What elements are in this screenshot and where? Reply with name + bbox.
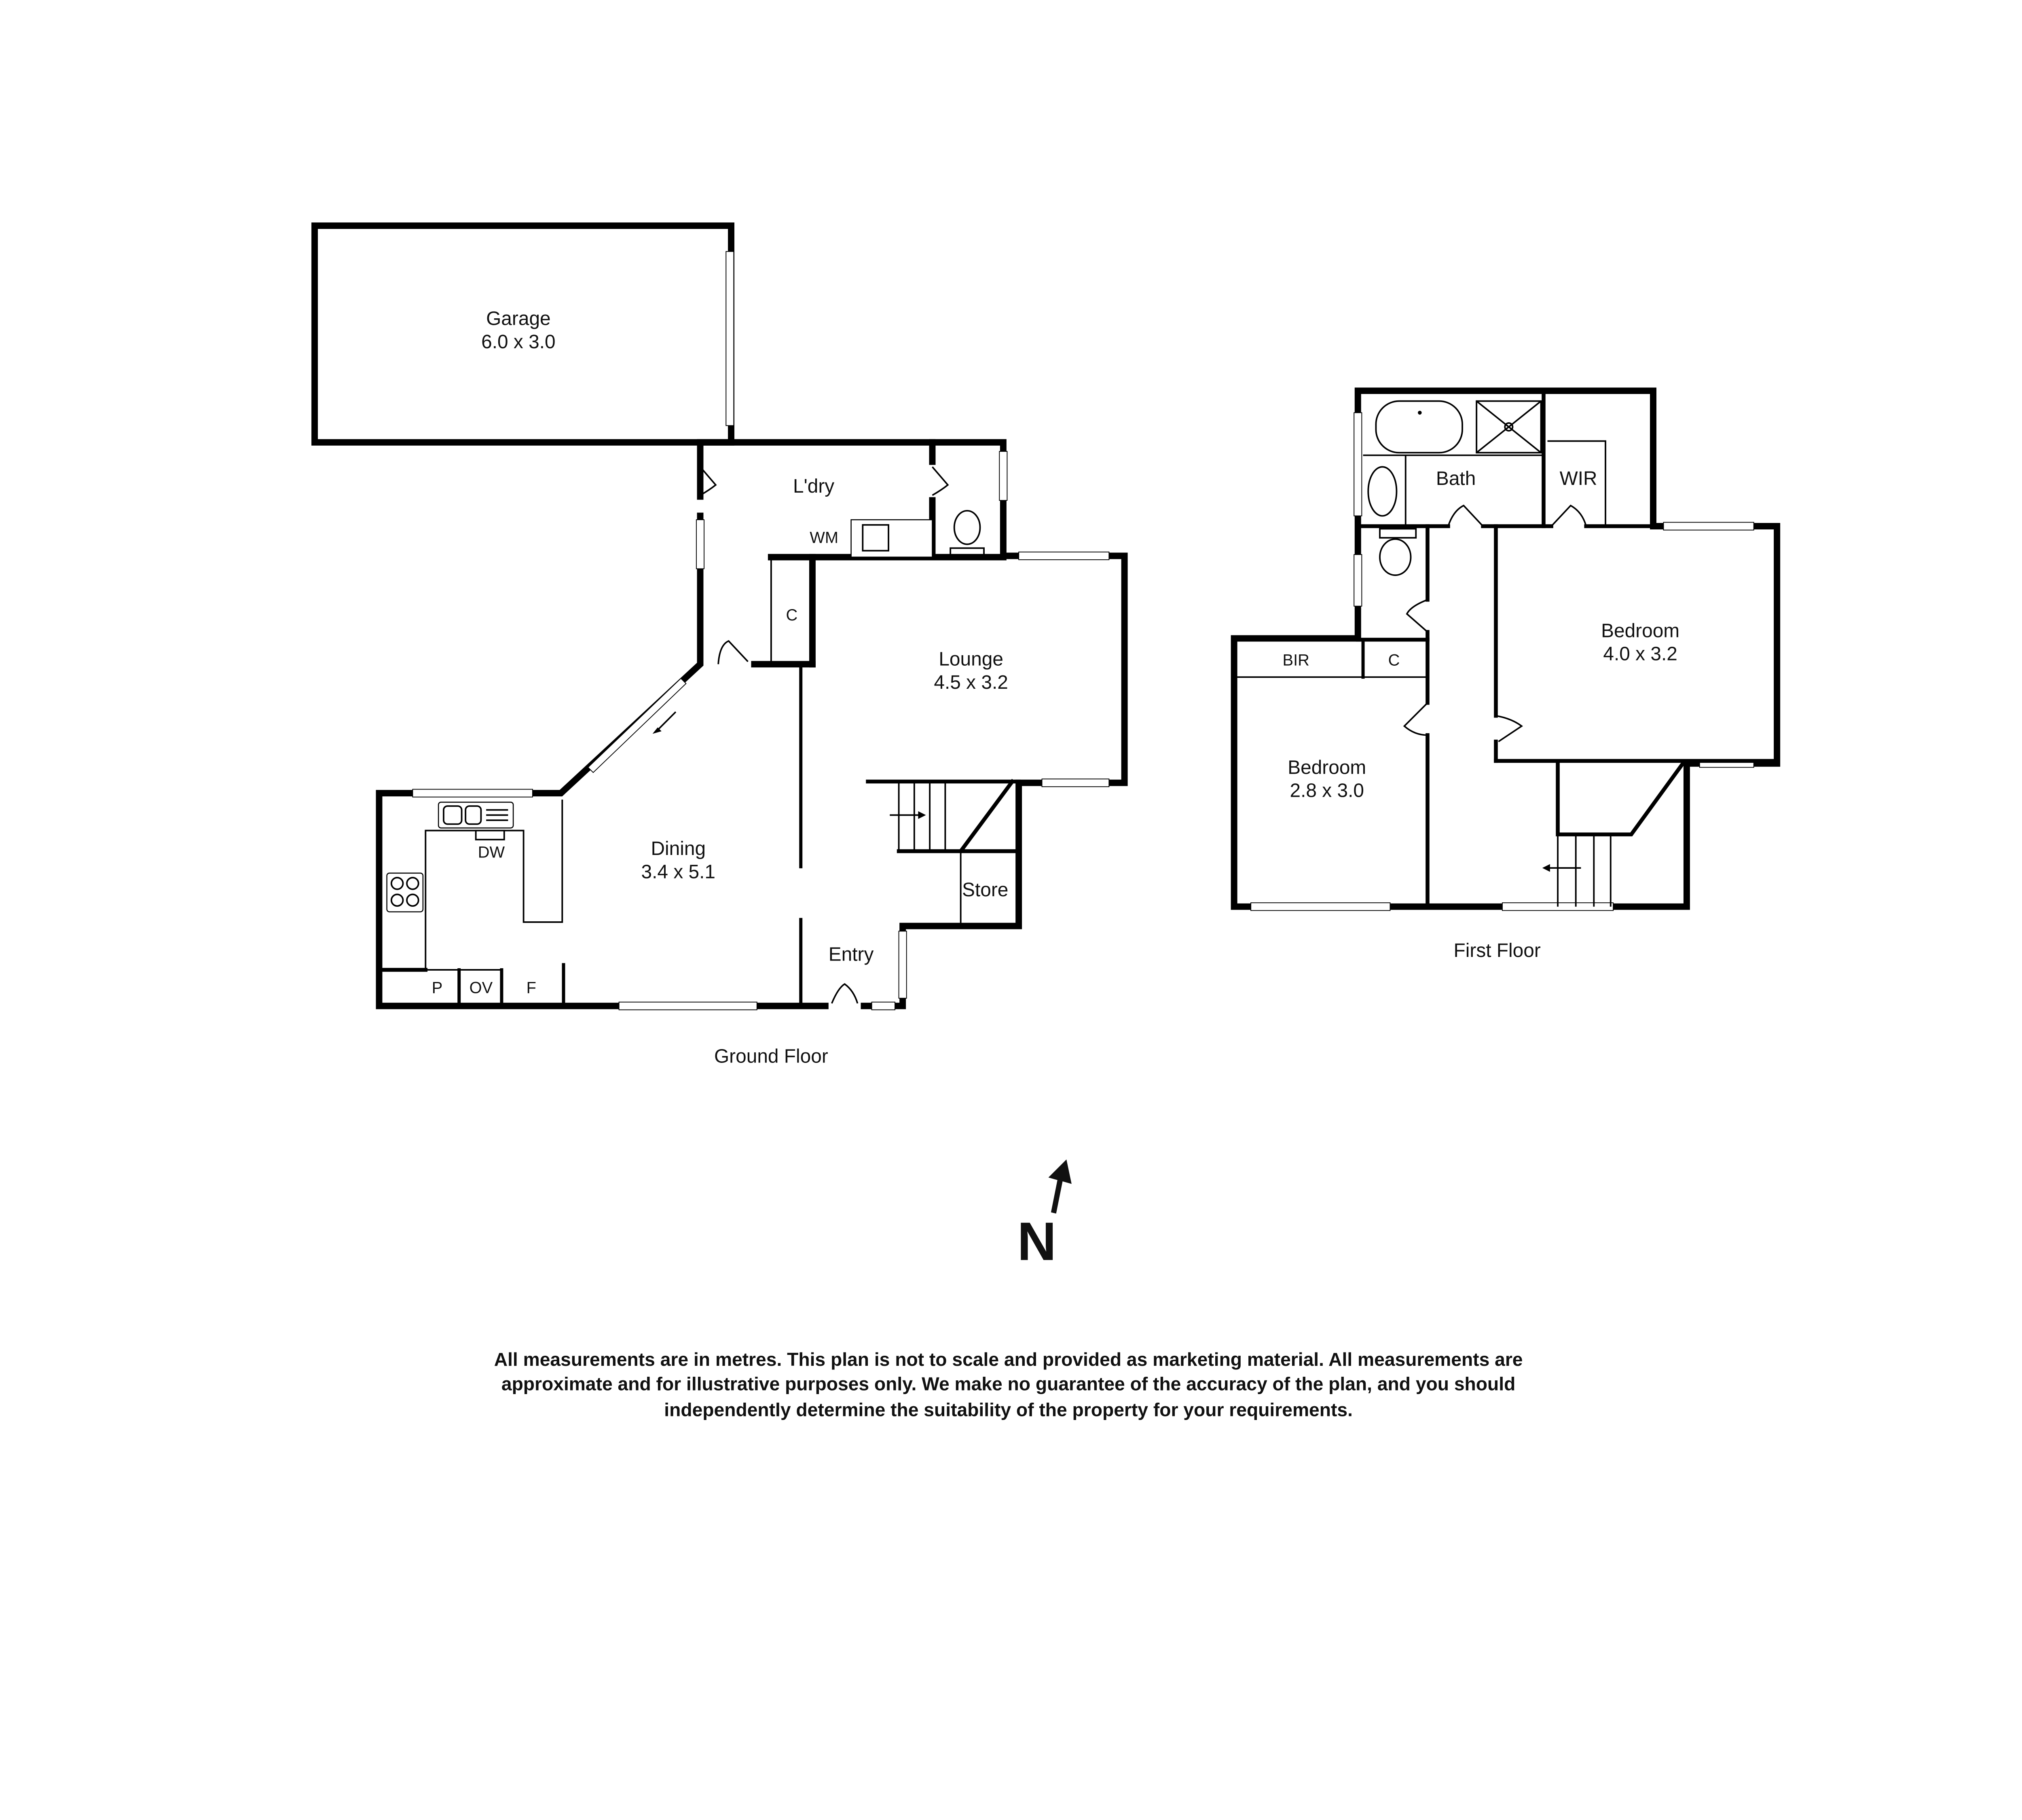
window	[618, 1001, 757, 1010]
room-name-dining: Dining	[651, 838, 706, 859]
basin-icon	[1367, 466, 1398, 517]
arrow-head	[652, 727, 662, 734]
fixture-ov: OV	[470, 979, 493, 997]
room-name-laundry: L'dry	[793, 476, 834, 497]
washing-machine	[850, 519, 933, 558]
room-size-lounge: 4.5 x 3.2	[934, 672, 1008, 693]
dishwasher	[475, 830, 505, 840]
window	[1663, 522, 1754, 531]
window	[999, 451, 1008, 501]
interior-walls	[1234, 389, 1779, 909]
room-size-bedroom-2: 2.8 x 3.0	[1290, 780, 1364, 802]
kitchen	[377, 800, 565, 1008]
window	[1354, 554, 1362, 607]
sink-icon	[438, 802, 514, 829]
fixture-f: F	[527, 979, 536, 997]
room-size-dining: 3.4 x 5.1	[641, 861, 715, 883]
toilet-cistern	[1379, 528, 1417, 539]
fixture-dw: DW	[478, 844, 505, 861]
room-name-garage: Garage	[486, 308, 551, 330]
sliding-door	[587, 677, 687, 773]
door-swing	[1406, 599, 1428, 633]
room-name-bedroom-2: Bedroom	[1288, 757, 1366, 778]
window	[412, 789, 533, 798]
toilet-cistern	[950, 547, 985, 558]
garage-door	[725, 251, 734, 426]
first-outer-wall	[1231, 387, 1781, 910]
ground-floor-plan: Garage 6.0 x 3.0 L'dry WM C Lounge 4.5 x…	[311, 222, 1128, 1067]
room-name-wir: WIR	[1560, 468, 1597, 489]
room-size-bedroom-main: 4.0 x 3.2	[1603, 643, 1677, 665]
room-name-entry: Entry	[829, 944, 874, 965]
arrow-icon	[657, 711, 677, 731]
shower-icon	[1476, 400, 1542, 454]
room-name-bir: BIR	[1283, 651, 1309, 669]
wir-shelf	[1547, 440, 1606, 527]
room-name-bath: Bath	[1436, 468, 1476, 489]
door-swing	[932, 466, 949, 496]
door-swing	[1447, 504, 1484, 527]
toilet-icon	[953, 510, 981, 545]
room-name-lounge: Lounge	[939, 648, 1003, 670]
bath-tap	[1418, 411, 1422, 415]
room-name-cupboard: C	[1388, 651, 1400, 669]
window	[898, 931, 907, 999]
window	[696, 519, 705, 569]
fixture-wm: WM	[810, 529, 838, 546]
ground-floor-title: Ground Floor	[714, 1046, 828, 1067]
door-swing	[700, 466, 717, 496]
door-swing	[831, 983, 859, 1004]
bathtub-icon	[1375, 400, 1463, 454]
disclaimer-line-2: approximate and for illustrative purpose…	[501, 1373, 1515, 1395]
room-size-garage: 6.0 x 3.0	[481, 331, 555, 353]
door-swing	[1550, 504, 1587, 527]
arrow-head	[1542, 864, 1550, 872]
first-floor-title: First Floor	[1454, 940, 1541, 961]
compass-label: N	[1017, 1211, 1056, 1272]
first-floor-plan: Bath WIR Bedroom 4.0 x 3.2 BIR C Bedroom…	[1231, 387, 1781, 961]
disclaimer-line-3: independently determine the suitability …	[664, 1399, 1353, 1420]
window	[1354, 412, 1362, 516]
window	[871, 1001, 895, 1010]
cooktop-icon	[386, 872, 424, 912]
window	[1041, 779, 1110, 787]
north-arrow-icon: N	[1017, 1159, 1072, 1272]
room-name-store: Store	[962, 879, 1008, 901]
stairs	[1556, 761, 1686, 907]
door-swing	[1495, 715, 1523, 743]
window	[1250, 902, 1391, 911]
room-name-bedroom-main: Bedroom	[1601, 620, 1679, 641]
disclaimer-line-1: All measurements are in metres. This pla…	[494, 1349, 1523, 1370]
door-swing	[717, 640, 749, 665]
room-name-cupboard: C	[786, 606, 798, 624]
toilet-icon	[1379, 538, 1412, 576]
fixture-p: P	[432, 979, 443, 997]
arrow-head	[918, 811, 926, 819]
washing-machine-icon	[862, 524, 889, 552]
window	[1018, 551, 1110, 560]
door-swing	[1403, 702, 1428, 736]
stairs	[866, 779, 1021, 926]
floor-plan: Garage 6.0 x 3.0 L'dry WM C Lounge 4.5 x…	[311, 222, 1781, 1420]
